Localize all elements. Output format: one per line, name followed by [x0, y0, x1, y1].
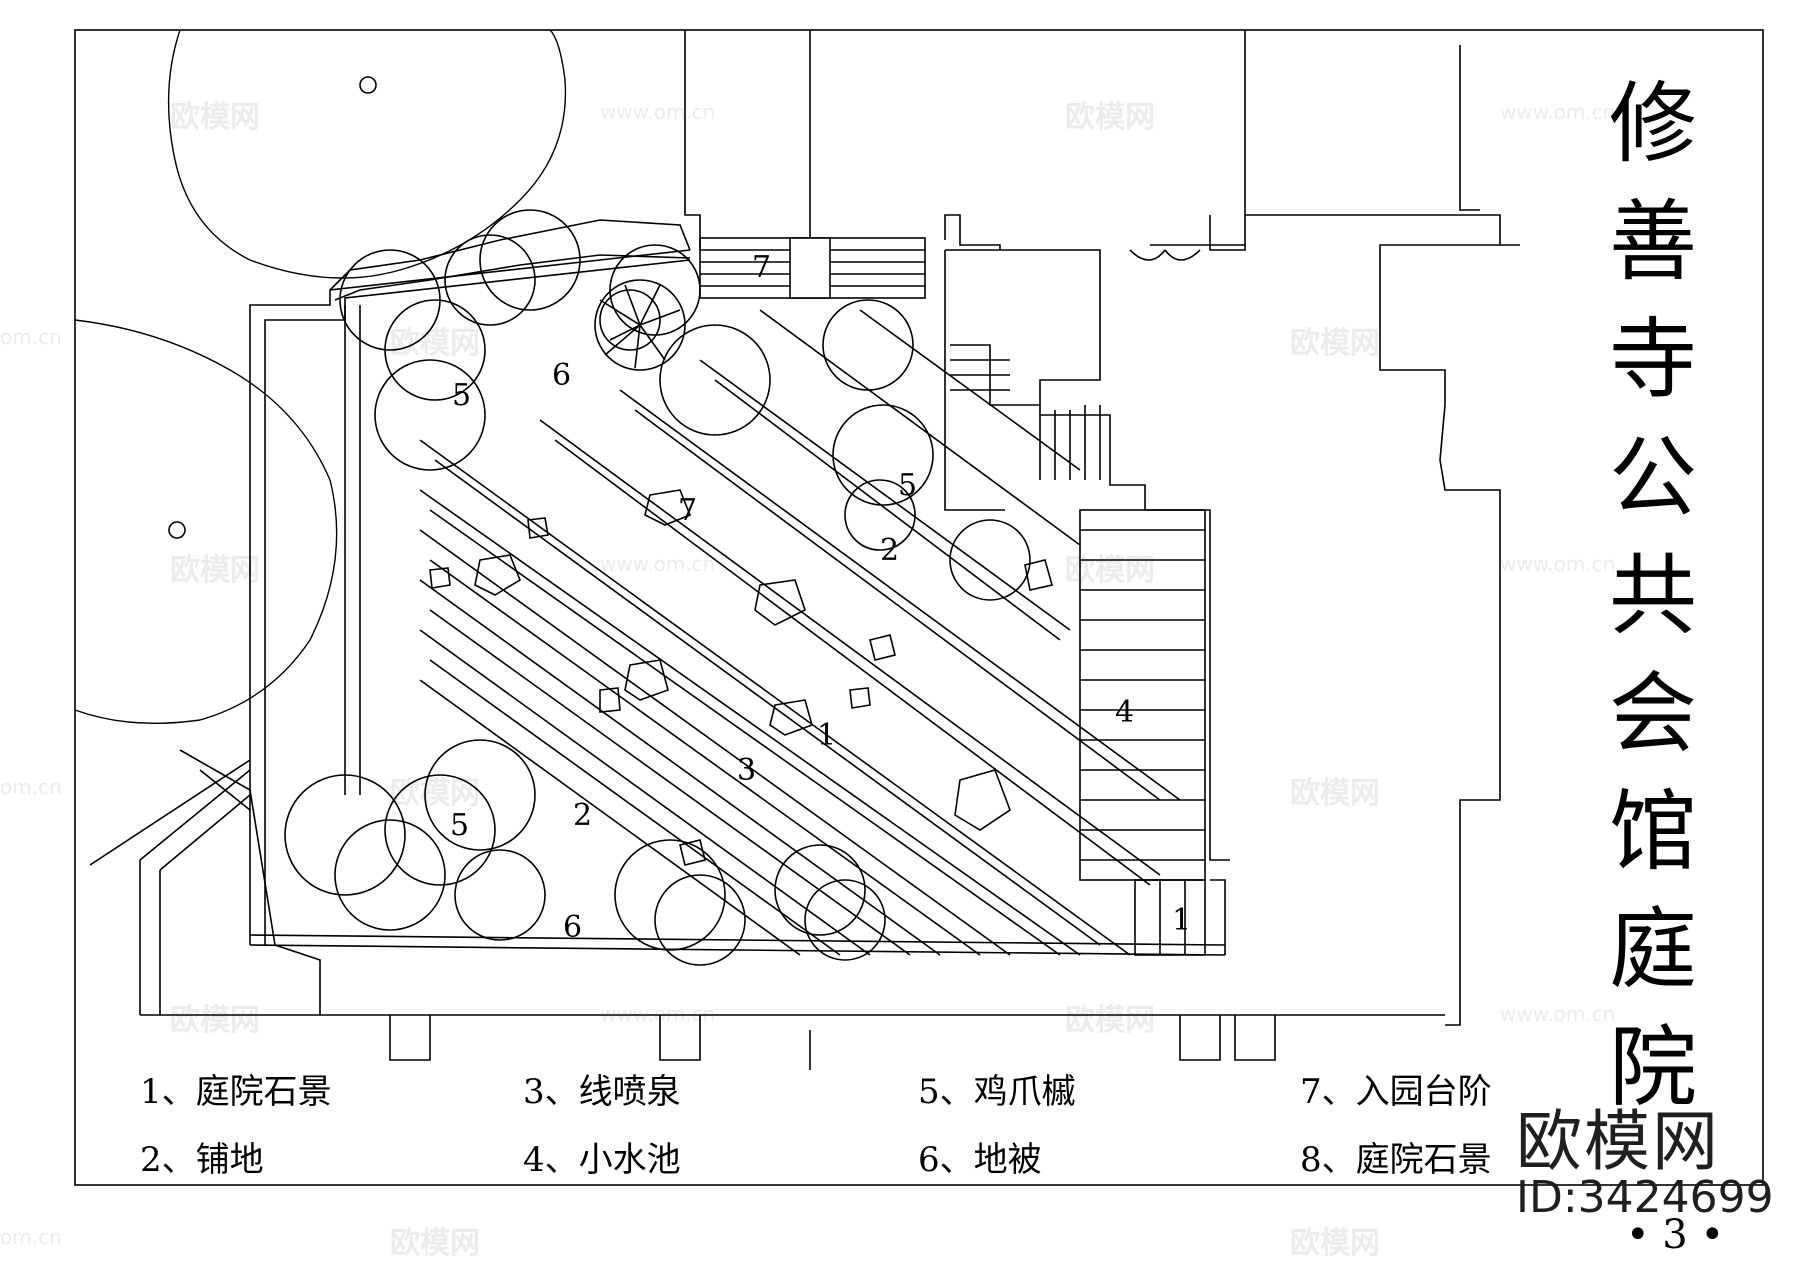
- watermark: 欧模网: [1290, 1226, 1380, 1261]
- title-char: 会: [1608, 662, 1697, 765]
- legend-item: 7、入园台阶: [1300, 1072, 1492, 1112]
- legend-item: 6、地被: [918, 1140, 1042, 1180]
- label-entry-steps: 7: [752, 250, 771, 285]
- label-steps-rock: 7: [678, 493, 697, 528]
- legend-item: 2、铺地: [140, 1140, 264, 1180]
- title-char: 公: [1608, 426, 1697, 529]
- label-paving-upper: 2: [880, 533, 899, 568]
- label-rock: 1: [817, 718, 836, 753]
- fan-tree: [594, 279, 686, 371]
- label-fountain: 3: [737, 753, 756, 788]
- label-maple-left: 5: [452, 378, 471, 413]
- groundcover-top: [329, 219, 691, 301]
- watermark: 欧模网: [390, 1226, 480, 1261]
- pond-deck: [1079, 509, 1206, 956]
- title-char: 共: [1608, 544, 1697, 647]
- legend-item: 1、庭院石景: [140, 1072, 332, 1112]
- building-stairs: [950, 344, 1101, 480]
- label-maple-bottom: 5: [450, 808, 469, 843]
- watermark: 欧模网: [170, 100, 260, 135]
- garden-rocks: [429, 489, 1053, 866]
- title-char: 馆: [1608, 780, 1697, 883]
- watermark: 欧模网: [1290, 776, 1380, 811]
- building-walls: [140, 30, 1520, 1070]
- legend-item: 8、庭院石景: [1300, 1140, 1492, 1180]
- diagonal-paving: [419, 309, 1181, 956]
- label-groundcover-bottom: 6: [563, 910, 582, 945]
- title-char: 院: [1608, 1016, 1697, 1119]
- legend-item: 5、鸡爪槭: [918, 1072, 1076, 1112]
- entry-steps: [699, 237, 926, 299]
- title-char: 庭: [1608, 898, 1697, 1001]
- maple-trees: [284, 209, 1031, 966]
- watermark: 欧模网: [170, 553, 260, 588]
- watermark-url: www.om.cn: [1500, 1002, 1616, 1026]
- watermark: 欧模网: [1065, 100, 1155, 135]
- watermark-url: om.cn: [0, 325, 62, 349]
- watermark-url: www.om.cn: [600, 1002, 716, 1026]
- watermark-url: om.cn: [0, 1225, 62, 1249]
- watermark-url: om.cn: [0, 775, 62, 799]
- title-char: 修: [1608, 72, 1697, 175]
- watermark-url: www.om.cn: [600, 552, 716, 576]
- watermark: 欧模网: [390, 326, 480, 361]
- page-number: • 3 •: [1626, 1212, 1725, 1258]
- label-maple-right: 5: [898, 468, 917, 503]
- brand-logo-text: 欧模网: [1516, 1103, 1720, 1180]
- asset-id: ID:3424699: [1516, 1172, 1774, 1223]
- label-groundcover-top: 6: [552, 358, 571, 393]
- watermark-url: www.om.cn: [600, 100, 716, 124]
- legend-item: 4、小水池: [523, 1140, 681, 1180]
- drawing-frame: [74, 29, 1764, 1186]
- large-trees: [74, 29, 567, 725]
- watermark-url: www.om.cn: [1500, 100, 1616, 124]
- page-title: 修 善 寺 公 共 会 馆 庭 院: [1598, 80, 1708, 1142]
- watermark: 欧模网: [1065, 1003, 1155, 1038]
- label-paving-lower: 2: [573, 798, 592, 833]
- label-stone-scene: 1: [1172, 903, 1191, 938]
- label-pond: 4: [1115, 695, 1134, 730]
- watermark: 欧模网: [170, 1003, 260, 1038]
- watermark: 欧模网: [390, 776, 480, 811]
- watermark-url: www.om.cn: [1500, 552, 1616, 576]
- watermark: 欧模网: [1290, 326, 1380, 361]
- title-char: 善: [1608, 190, 1697, 293]
- title-char: 寺: [1608, 308, 1697, 411]
- legend-item: 3、线喷泉: [523, 1072, 681, 1112]
- plan-labels: 7 6 5 5 7 2 4 1 3 2 5 6 1: [450, 250, 1191, 945]
